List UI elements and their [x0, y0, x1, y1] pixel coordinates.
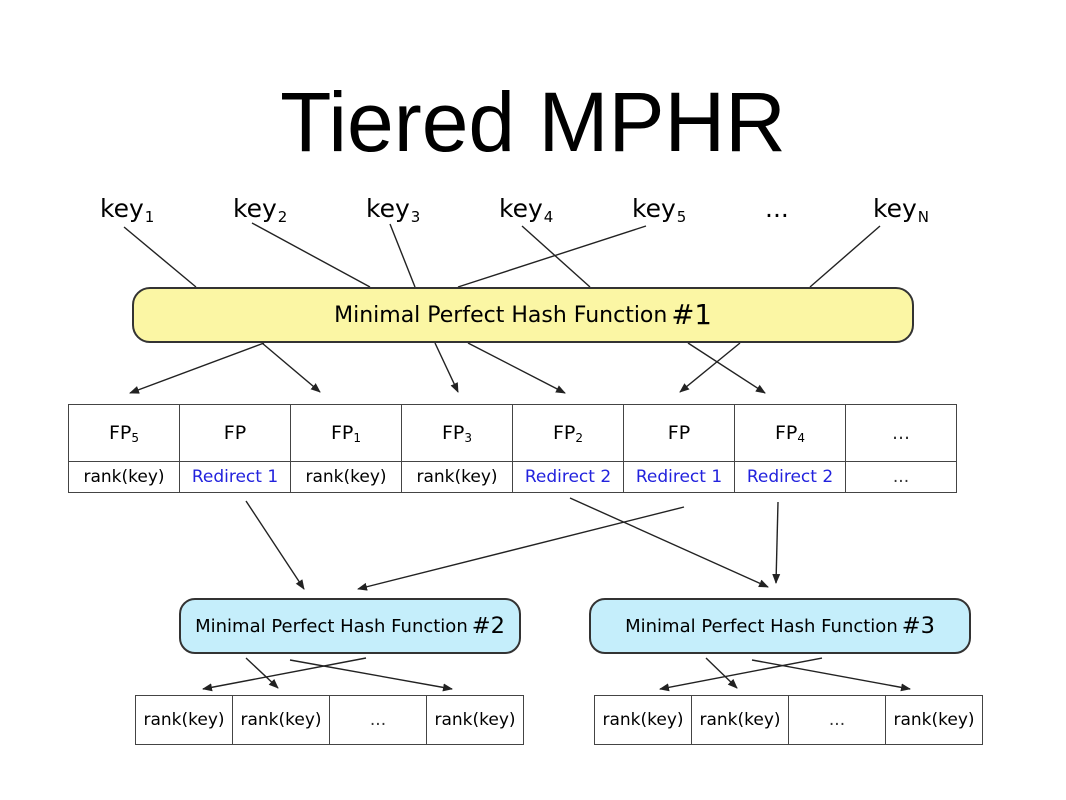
mphf2-arrow-a: [202, 657, 367, 692]
tier3-rank-row: rank(key) rank(key) ... rank(key): [594, 695, 983, 745]
key-n: keyN: [873, 194, 929, 226]
fp-cell-4: FP3: [401, 404, 513, 462]
redirect-cell-7: Redirect 2: [734, 461, 846, 493]
fp-cell-ellipsis: ...: [845, 404, 957, 462]
mphf-1-number: #1: [671, 299, 712, 331]
key5-to-slot1: [129, 342, 265, 394]
mphf-1-label: Minimal Perfect Hash Function: [334, 302, 668, 328]
key-ellipsis: ...: [765, 194, 789, 223]
rank-row: rank(key) Redirect 1 rank(key) rank(key)…: [68, 461, 957, 493]
keyN-line: [809, 225, 881, 288]
fp-cell-3: FP1: [290, 404, 402, 462]
key-5: key5: [632, 194, 687, 226]
tier2-rank-cell-2: rank(key): [232, 695, 330, 745]
tier2-rank-row: rank(key) rank(key) ... rank(key): [135, 695, 524, 745]
key4-line: [521, 225, 591, 288]
tier3-rank-cell-2: rank(key): [691, 695, 789, 745]
tier2-rank-cell-4: rank(key): [426, 695, 524, 745]
mphf2-arrow-b: [245, 657, 279, 689]
key-4: key4: [499, 194, 554, 226]
keyN-to-slot6: [679, 342, 741, 393]
fp-cell-6: FP: [623, 404, 735, 462]
mphf-1-box: Minimal Perfect Hash Function #1: [132, 287, 914, 343]
redirect2a-arrow: [569, 497, 769, 588]
key1-to-slot3: [261, 342, 321, 393]
key3-line: [389, 223, 416, 288]
rank-cell-4: rank(key): [401, 461, 513, 493]
mphf-2-number: #2: [471, 613, 505, 639]
redirect-cell-5: Redirect 2: [512, 461, 624, 493]
rank-cell-3: rank(key): [290, 461, 402, 493]
mphf3-arrow-b: [705, 657, 738, 689]
redirect2b-arrow: [772, 501, 781, 584]
key1-line: [123, 226, 197, 288]
key-2: key2: [233, 194, 288, 226]
key2-line: [251, 222, 371, 288]
fp-cell-1: FP5: [68, 404, 180, 462]
redirect1b-arrow: [357, 506, 685, 591]
tier3-rank-cell-4: rank(key): [885, 695, 983, 745]
tier2-rank-cell-1: rank(key): [135, 695, 233, 745]
mphf-2-label: Minimal Perfect Hash Function: [195, 615, 468, 637]
fp-cell-5: FP2: [512, 404, 624, 462]
key2-to-slot5: [467, 342, 566, 394]
mphf3-arrow-c: [751, 659, 911, 692]
mphf-3-box: Minimal Perfect Hash Function #3: [589, 598, 971, 654]
redirect1a-arrow: [245, 500, 305, 590]
key5-line: [457, 225, 647, 288]
mphf-2-box: Minimal Perfect Hash Function #2: [179, 598, 521, 654]
redirect-cell-6: Redirect 1: [623, 461, 735, 493]
rank-cell-ellipsis: ...: [845, 461, 957, 493]
mphf3-arrow-a: [659, 657, 823, 692]
mphf2-arrow-c: [289, 659, 453, 692]
mphf-3-number: #3: [901, 613, 935, 639]
tier3-rank-cell-ellipsis: ...: [788, 695, 886, 745]
fingerprint-row: FP5 FP FP1 FP3 FP2 FP FP4 ...: [68, 404, 957, 462]
key4-to-slot7: [687, 342, 766, 394]
tier3-rank-cell-1: rank(key): [594, 695, 692, 745]
key-1: key1: [100, 194, 155, 226]
fp-cell-7: FP4: [734, 404, 846, 462]
tier2-rank-table: rank(key) rank(key) ... rank(key): [135, 695, 524, 745]
tier3-rank-table: rank(key) rank(key) ... rank(key): [594, 695, 983, 745]
key3-to-slot4: [434, 342, 459, 393]
tier2-rank-cell-ellipsis: ...: [329, 695, 427, 745]
redirect-cell-1: Redirect 1: [179, 461, 291, 493]
rank-cell-1: rank(key): [68, 461, 180, 493]
fp-cell-2: FP: [179, 404, 291, 462]
page-title: Tiered MPHR: [280, 75, 786, 169]
fingerprint-table: FP5 FP FP1 FP3 FP2 FP FP4 ... rank(key) …: [68, 404, 957, 493]
key-3: key3: [366, 194, 421, 226]
mphf-3-label: Minimal Perfect Hash Function: [625, 615, 898, 637]
